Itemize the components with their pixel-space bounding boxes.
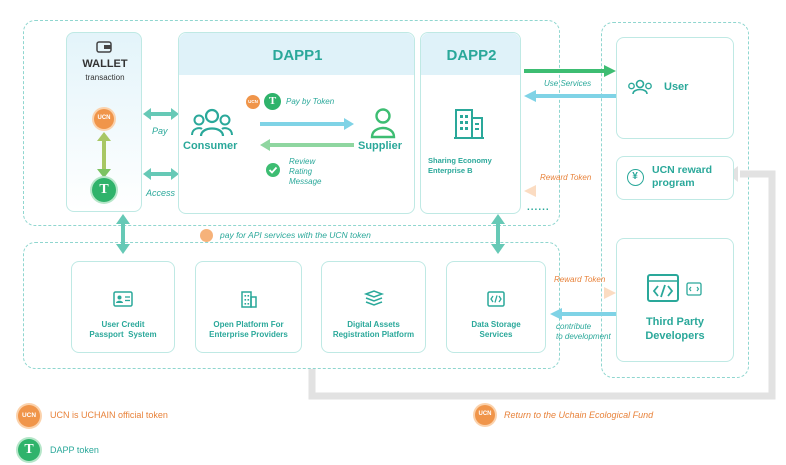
ucn-token-icon: UCN <box>94 109 114 129</box>
pay-arrow <box>143 108 179 120</box>
reward-token-label-top: Reward Token <box>540 173 592 182</box>
wallet-platform-arrow <box>116 214 130 254</box>
dapp2-title: DAPP2 <box>446 47 497 64</box>
wallet-card: WALLET transaction UCN T <box>66 32 142 212</box>
wallet-title: WALLET <box>82 58 128 70</box>
access-label: Access <box>146 188 176 198</box>
pay-by-token-label: Pay by Token <box>286 97 335 106</box>
third-party-card <box>616 238 734 362</box>
third-party-label: Third Party Developers <box>645 316 705 342</box>
pay-by-token-arrow <box>260 118 354 130</box>
platform-card-credit <box>71 261 175 353</box>
reward-token-arrow-bottom <box>550 287 616 299</box>
yen-coin-icon: ¥ <box>627 169 644 186</box>
review-label: Review Rating Message <box>289 157 322 186</box>
user-label: User <box>664 81 689 93</box>
exchange-arrow <box>97 132 111 178</box>
dapp2-card: DAPP2 <box>420 32 521 214</box>
dapp-frame <box>23 20 560 226</box>
dapp-mini-token-icon: T <box>264 93 281 110</box>
enterprise-label: Sharing Economy Enterprise B <box>428 156 492 175</box>
enterprise-building-icon <box>454 109 484 139</box>
contribute-label: contribute to development <box>556 322 611 341</box>
stack-icon <box>363 290 385 306</box>
use-services-arrow-right <box>524 65 616 77</box>
platform-card-assets <box>321 261 426 353</box>
wallet-icon <box>96 41 112 53</box>
developer-small-icon <box>686 282 702 296</box>
user-card <box>616 37 734 139</box>
use-services-label: Use Services <box>544 79 592 88</box>
consumer-icon <box>191 108 233 137</box>
platform-card-storage <box>446 261 546 353</box>
use-services-arrow-left <box>524 90 616 102</box>
check-icon <box>266 163 280 177</box>
legend-dapp-token-icon: T <box>18 439 40 461</box>
access-arrow <box>143 168 179 180</box>
review-arrow <box>260 139 354 151</box>
platform-card-open <box>195 261 302 353</box>
dapp2-platform-arrow <box>491 214 505 254</box>
contribute-arrow <box>550 308 616 320</box>
api-note: pay for API services with the UCN token <box>220 230 371 240</box>
reward-program-card <box>616 156 734 200</box>
api-ucn-token-icon <box>200 229 213 242</box>
platform-label-open: Open Platform For Enterprise Providers <box>209 320 288 339</box>
supplier-label: Supplier <box>358 140 403 152</box>
reward-token-label-bottom: Reward Token <box>554 275 606 284</box>
dapp1-title: DAPP1 <box>272 47 323 64</box>
wallet-subtitle: transaction <box>85 73 125 82</box>
legend-fund-label: Return to the Uchain Ecological Fund <box>504 410 654 420</box>
reward-program-label: UCN reward program <box>652 164 713 189</box>
legend-dapp-label: DAPP token <box>50 445 99 455</box>
legend-fund-token-icon: UCN <box>475 405 495 425</box>
pay-label: Pay <box>152 126 168 136</box>
legend-ucn-label: UCN is UCHAIN official token <box>50 410 168 420</box>
ellipsis-dots: ...... <box>527 202 550 213</box>
dapp-token-icon: T <box>92 178 116 202</box>
code-icon <box>487 291 505 307</box>
platform-label-storage: Data Storage Services <box>471 320 521 339</box>
id-card-icon <box>113 291 133 307</box>
users-icon <box>628 79 652 95</box>
supplier-icon <box>370 108 396 139</box>
ucn-mini-token-icon: UCN <box>246 95 260 109</box>
consumer-label: Consumer <box>183 140 238 152</box>
building-icon <box>241 291 257 308</box>
legend-ucn-token-icon: UCN <box>18 405 40 427</box>
developer-monitor-icon <box>647 274 679 302</box>
reward-token-arrow-top <box>524 185 616 197</box>
platform-label-assets: Digital Assets Registration Platform <box>332 320 415 339</box>
platform-label-credit: User Credit Passport System <box>89 320 157 339</box>
